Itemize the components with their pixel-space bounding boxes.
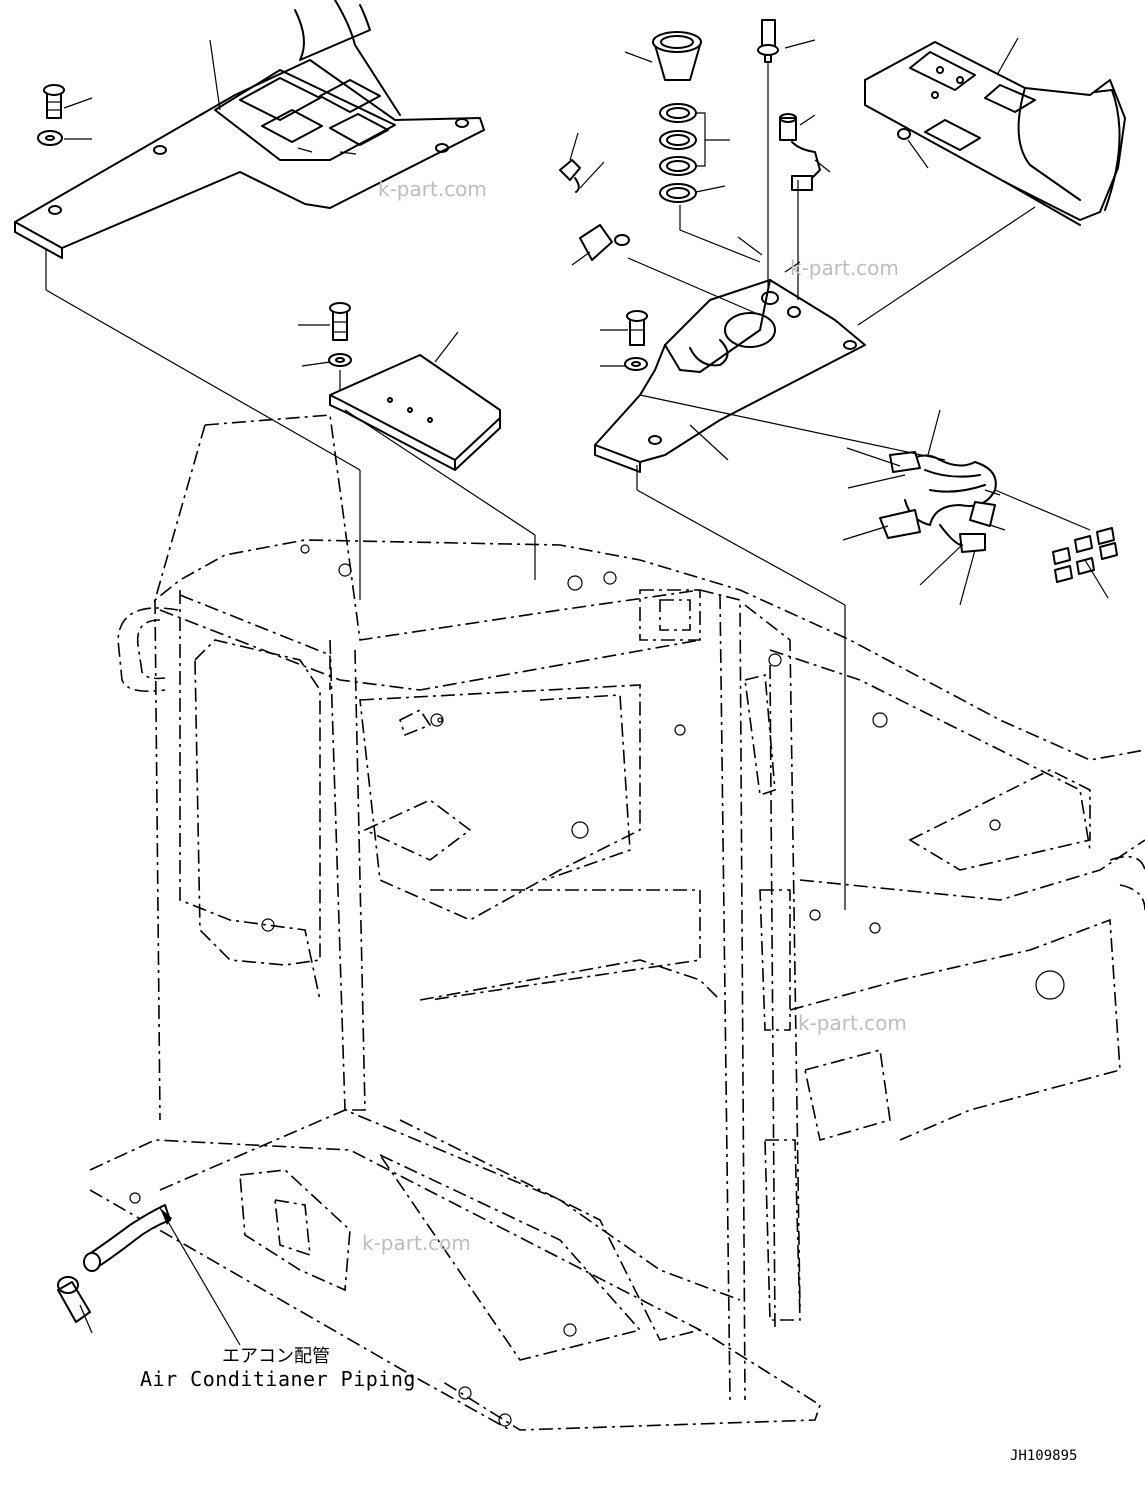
floor-cover-left <box>14 0 485 259</box>
clip-icon <box>1052 527 1118 583</box>
washer-icon <box>328 353 352 367</box>
wiring-harness-icon <box>879 451 997 553</box>
watermark-3: k-part.com <box>798 1011 907 1035</box>
cab-frame <box>89 414 1145 1431</box>
washer-icon <box>37 130 63 146</box>
duct-cover <box>864 41 1126 226</box>
bolt-icon <box>329 302 351 341</box>
clip-icon <box>559 159 630 261</box>
switch-icon <box>757 19 779 63</box>
switch-icon <box>779 113 821 191</box>
ac-piping <box>57 1204 171 1323</box>
bracket-plate <box>329 354 501 471</box>
watermark-1: k-part.com <box>378 177 487 201</box>
cup-holder <box>652 31 702 81</box>
washer-icon <box>624 357 648 371</box>
washer-icon <box>659 103 697 203</box>
watermark-2: k-part.com <box>790 256 899 280</box>
bolt-icon <box>626 310 648 346</box>
callout-english: Air Conditianer Piping <box>140 1367 416 1391</box>
watermark-4: k-part.com <box>362 1231 471 1255</box>
drawing-code: JH109895 <box>1010 1448 1077 1464</box>
bolt-icon <box>43 84 65 119</box>
console-cover <box>594 279 866 473</box>
callout-japanese: エアコン配管 <box>222 1346 330 1367</box>
